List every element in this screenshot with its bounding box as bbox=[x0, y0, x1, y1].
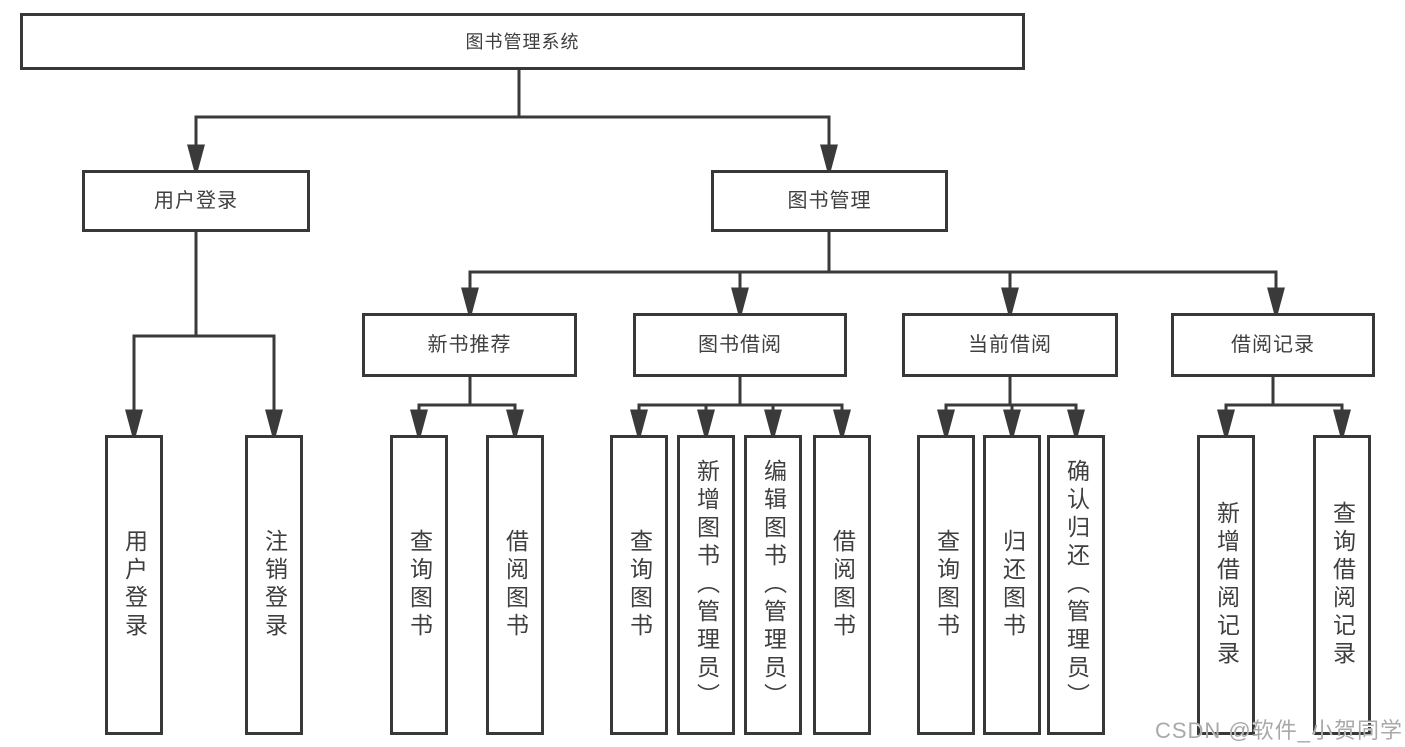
leaf-add-books-admin: 新增图书（管理员） bbox=[677, 435, 735, 735]
node-borrow-records: 借阅记录 bbox=[1171, 313, 1375, 377]
leaf-edit-books-admin: 编辑图书（管理员） bbox=[744, 435, 802, 735]
leaf-confirm-return-admin: 确认归还（管理员） bbox=[1047, 435, 1105, 735]
leaf-logout: 注销登录 bbox=[245, 435, 303, 735]
node-book-management: 图书管理 bbox=[711, 170, 948, 232]
leaf-borrow-books-recommend: 借阅图书 bbox=[486, 435, 544, 735]
leaf-return-books: 归还图书 bbox=[983, 435, 1041, 735]
node-new-book-recommend: 新书推荐 bbox=[362, 313, 577, 377]
leaf-query-books-current: 查询图书 bbox=[917, 435, 975, 735]
leaf-query-books-recommend: 查询图书 bbox=[390, 435, 448, 735]
node-book-borrow: 图书借阅 bbox=[633, 313, 847, 377]
node-root: 图书管理系统 bbox=[20, 13, 1025, 70]
watermark: CSDN @软件_小贺同学 bbox=[1154, 718, 1403, 743]
leaf-borrow-books: 借阅图书 bbox=[813, 435, 871, 735]
leaf-add-borrow-record: 新增借阅记录 bbox=[1197, 435, 1255, 735]
node-user-login: 用户登录 bbox=[82, 170, 310, 232]
node-current-borrow: 当前借阅 bbox=[902, 313, 1118, 377]
leaf-query-books-borrow: 查询图书 bbox=[610, 435, 668, 735]
leaf-query-borrow-record: 查询借阅记录 bbox=[1313, 435, 1371, 735]
leaf-user-login: 用户登录 bbox=[105, 435, 163, 735]
